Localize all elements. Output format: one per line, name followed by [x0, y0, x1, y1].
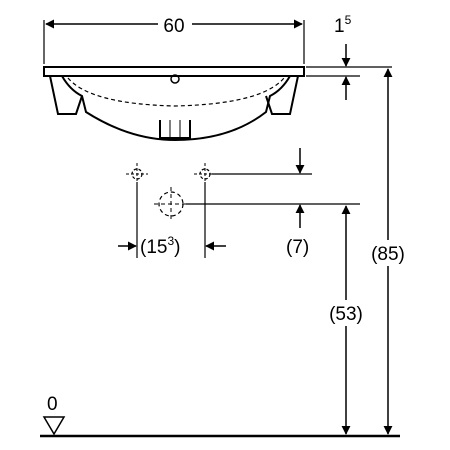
- rim-label: 15: [334, 13, 352, 37]
- basin-bowl: [61, 75, 291, 142]
- rim-dimension: [306, 44, 392, 100]
- spacing-label: (153): [140, 234, 180, 258]
- overflow-hole: [170, 74, 180, 84]
- offset-label: (7): [286, 237, 309, 258]
- basin-leg-left: [49, 75, 83, 115]
- floor-label: 0: [47, 394, 58, 415]
- floor-datum-icon: [42, 416, 66, 436]
- drain-outlet: [159, 120, 191, 139]
- height-label: (53): [329, 304, 363, 325]
- basin: [43, 66, 305, 142]
- basin-rim: [43, 66, 305, 77]
- total-height-label: (85): [371, 244, 405, 265]
- basin-hidden-contour: [67, 77, 285, 107]
- spacing-dimension: [118, 182, 226, 258]
- basin-leg-right: [265, 75, 299, 115]
- supply-connection-right: [194, 163, 216, 185]
- width-label: 60: [163, 16, 184, 37]
- connection-height-lines: [186, 173, 360, 205]
- supply-connection-left: [126, 163, 148, 185]
- waste-connection: [154, 187, 188, 221]
